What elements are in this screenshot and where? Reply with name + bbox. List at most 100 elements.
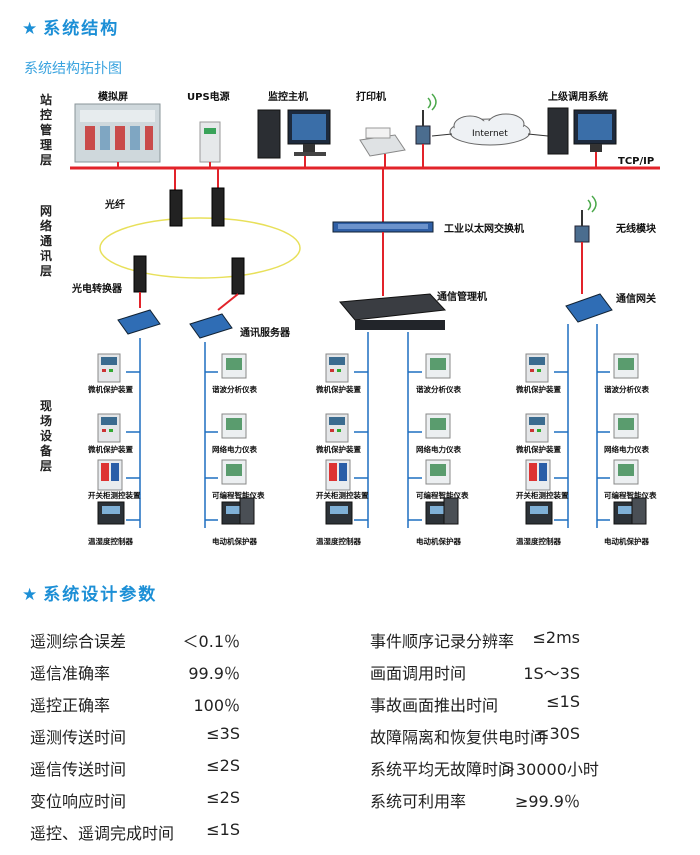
fiber-converter-1 <box>133 255 147 293</box>
wireless-module-label: 无线模块 <box>615 222 657 235</box>
field-device-label: 网络电力仪表 <box>212 444 257 454</box>
svg-text:络: 络 <box>40 218 52 233</box>
fiber-label: 光纤 <box>104 198 125 211</box>
upper-system-label: 上级调用系统 <box>548 90 608 103</box>
param-value: ≥99.9％ <box>514 792 580 811</box>
field-device-label: 微机保护装置 <box>315 444 361 454</box>
wireless-module-icon <box>574 195 597 243</box>
relay-icon <box>325 413 349 443</box>
param-value: ≤1S <box>206 820 240 839</box>
svg-text:层: 层 <box>40 264 52 278</box>
fiber-converter-2 <box>231 257 245 295</box>
harmonic-icon <box>221 353 247 379</box>
section-title-params: ★系统设计参数 <box>22 580 157 605</box>
param-value: 100％ <box>193 696 240 715</box>
comm-manager-icon <box>339 293 447 330</box>
ethernet-switch-label: 工业以太网交换机 <box>444 222 524 235</box>
relay-icon <box>97 353 121 383</box>
motor_prot-icon <box>613 497 647 525</box>
layer-station-label: 站 控 管 理 层 <box>40 92 52 167</box>
temp_ctrl-icon <box>525 501 553 525</box>
power_meter-icon <box>613 413 639 439</box>
param-value: ≤1S <box>546 692 580 711</box>
internet-label: Internet <box>472 129 508 139</box>
prog_meter-icon <box>425 459 451 485</box>
ethernet-switch-icon <box>332 221 434 233</box>
param-name: 遥信准确率 <box>30 664 111 683</box>
harmonic-icon <box>613 353 639 379</box>
svg-text:通: 通 <box>40 233 52 248</box>
param-value: 99.9％ <box>188 664 240 683</box>
field-device-label: 温湿度控制器 <box>316 536 361 546</box>
svg-text:设: 设 <box>40 428 53 443</box>
mimic-label: 模拟屏 <box>98 90 128 103</box>
svg-text:场: 场 <box>40 414 52 428</box>
switch_ctrl-icon <box>525 459 551 491</box>
field-device-label: 微机保护装置 <box>87 384 133 394</box>
topology-diagram: 站 控 管 理 层 网 络 通 讯 层 现 场 设 备 层 模拟屏 UPS电源 … <box>39 90 660 546</box>
param-name: 事件顺序记录分辨率 <box>370 632 515 651</box>
field-device-label: 谐波分析仪表 <box>416 384 461 394</box>
fiber-node-1 <box>169 168 183 227</box>
param-name: 事故画面推出时间 <box>370 696 499 715</box>
svg-text:现: 现 <box>40 399 52 413</box>
param-name: 遥信传送时间 <box>30 760 127 779</box>
relay-icon <box>525 413 549 443</box>
field-device-label: 电动机保护器 <box>416 536 461 546</box>
param-name: 遥控正确率 <box>30 696 111 715</box>
converter-label: 光电转换器 <box>71 282 123 295</box>
param-name: 遥控、遥调完成时间 <box>30 824 175 843</box>
param-name: 遥测传送时间 <box>30 728 127 747</box>
ups-icon <box>199 121 221 163</box>
field-device-label: 谐波分析仪表 <box>212 384 257 394</box>
svg-text:备: 备 <box>39 443 53 458</box>
motor_prot-icon <box>425 497 459 525</box>
layer-network-label: 网 络 通 讯 层 <box>40 204 52 278</box>
field-device-label: 可编程智能仪表 <box>416 490 469 500</box>
svg-text:层: 层 <box>40 153 52 167</box>
power_meter-icon <box>425 413 451 439</box>
field-bus-lines <box>126 324 610 528</box>
param-value: ≤2S <box>206 756 240 775</box>
power_meter-icon <box>221 413 247 439</box>
fiber-node-2 <box>211 168 225 227</box>
field-device-label: 电动机保护器 <box>212 536 257 546</box>
section-title-text: 系统设计参数 <box>43 585 158 605</box>
field-device-label: 电动机保护器 <box>604 536 649 546</box>
param-value: 1S～3S <box>523 664 580 683</box>
tcpip-label: TCP/IP <box>618 156 654 167</box>
temp_ctrl-icon <box>97 501 125 525</box>
wireless-module-icon-top <box>415 93 437 145</box>
comm-server-label: 通讯服务器 <box>240 326 291 339</box>
field-device-label: 开关柜测控装置 <box>88 490 141 500</box>
svg-text:讯: 讯 <box>40 249 52 263</box>
svg-text:控: 控 <box>40 107 52 122</box>
printer-icon <box>359 127 406 157</box>
svg-text:管: 管 <box>40 122 52 137</box>
relay-icon <box>525 353 549 383</box>
fiber-ring <box>99 217 301 279</box>
param-value: ≤2ms <box>532 628 580 647</box>
switch_ctrl-icon <box>325 459 351 491</box>
field-device-label: 网络电力仪表 <box>416 444 461 454</box>
section-title-structure: ★系统结构 <box>22 14 119 39</box>
host-label: 监控主机 <box>268 90 308 103</box>
field-device-label: 开关柜测控装置 <box>316 490 369 500</box>
relay-icon <box>97 413 121 443</box>
field-device-label: 温湿度控制器 <box>88 536 133 546</box>
param-value: ≤3S <box>206 724 240 743</box>
field-device-label: 可编程智能仪表 <box>604 490 657 500</box>
switch_ctrl-icon <box>97 459 123 491</box>
harmonic-icon <box>425 353 451 379</box>
ups-label: UPS电源 <box>187 90 230 103</box>
field-device-label: 谐波分析仪表 <box>604 384 649 394</box>
gateway-icon <box>565 293 613 323</box>
field-device-label: 可编程智能仪表 <box>212 490 265 500</box>
param-value: ＞30000小时 <box>500 760 599 779</box>
monitor-host-icon <box>257 109 331 159</box>
upper-system-icon <box>547 107 617 155</box>
field-device-label: 微机保护装置 <box>315 384 361 394</box>
param-name: 系统平均无故障时间 <box>370 760 515 779</box>
comm-server-2-icon <box>189 313 233 339</box>
field-device-label: 网络电力仪表 <box>604 444 649 454</box>
